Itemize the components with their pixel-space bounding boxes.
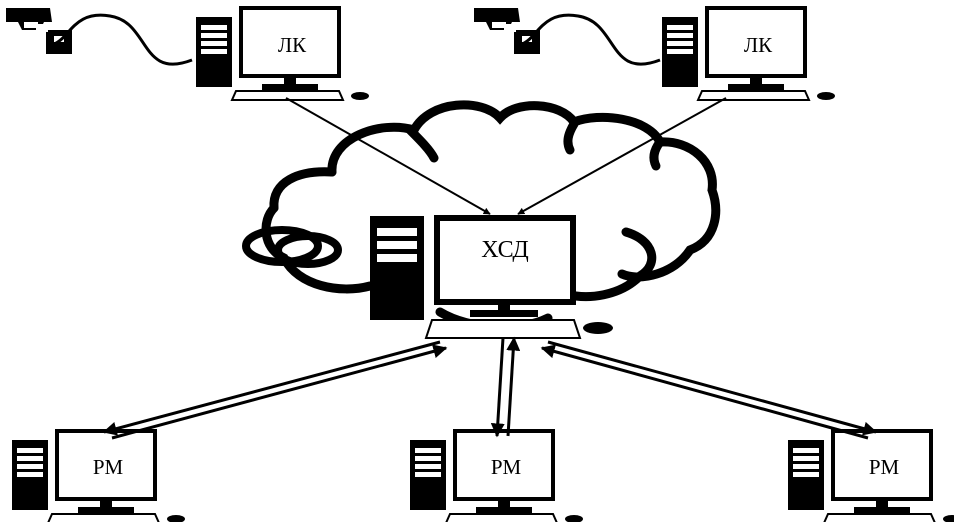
rm-mid-node: РМ xyxy=(408,429,585,522)
lk-right-label: ЛК xyxy=(744,33,773,57)
server-mouse-icon xyxy=(583,322,613,334)
rm-mid-label: РМ xyxy=(491,455,522,479)
server-monitor-icon xyxy=(434,215,576,317)
rm-right-node: РМ xyxy=(786,429,954,522)
server-keyboard-icon xyxy=(424,319,582,339)
cloud-knot-icon xyxy=(242,226,342,268)
arrow-hsd-to-rm-right xyxy=(547,340,878,436)
lk-left-node: ЛК xyxy=(6,6,371,102)
arrow-rm-mid-to-hsd xyxy=(506,336,521,437)
arrow-hsd-to-rm-left xyxy=(102,340,441,436)
scanner-cable xyxy=(521,13,661,66)
arrow-rm-left-to-hsd xyxy=(111,344,448,440)
scanner-right-icon xyxy=(474,8,540,54)
arrow-lk-left-to-hsd xyxy=(285,97,491,215)
arrow-hsd-to-rm-mid xyxy=(490,337,505,438)
rm-left-node: РМ xyxy=(10,429,187,522)
rm-right-label: РМ xyxy=(869,455,900,479)
server-tower-icon xyxy=(370,216,424,320)
arrow-lk-right-to-hsd xyxy=(517,97,727,215)
arrow-rm-right-to-hsd xyxy=(540,344,869,440)
hsd-label: ХСД xyxy=(481,237,529,263)
connections xyxy=(102,97,878,440)
scanner-left-icon xyxy=(6,8,72,54)
scanner-cable xyxy=(53,13,193,66)
rm-left-label: РМ xyxy=(93,455,124,479)
hsd-server: ХСД xyxy=(370,215,613,339)
lk-right-node: ЛК xyxy=(474,6,837,102)
lk-left-label: ЛК xyxy=(278,33,307,57)
